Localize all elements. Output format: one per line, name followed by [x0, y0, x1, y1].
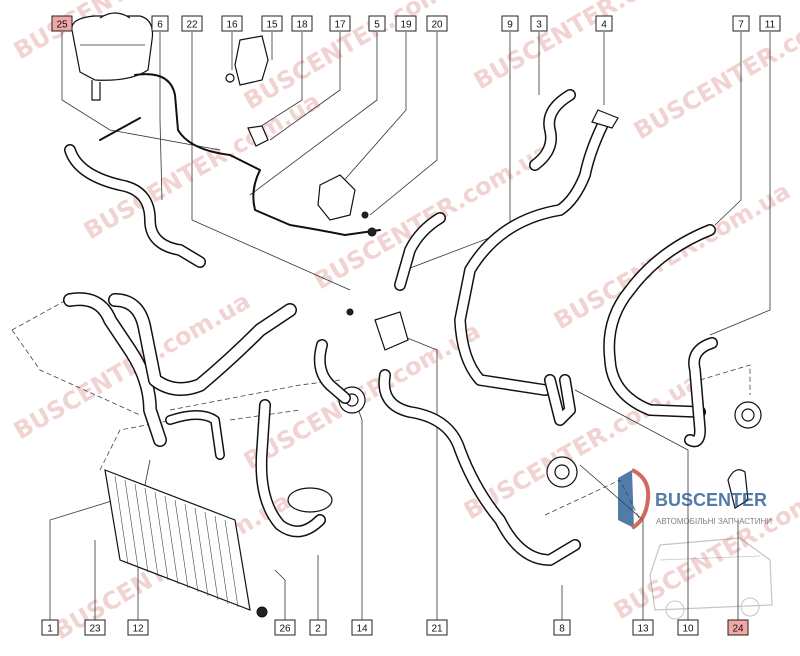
svg-text:13: 13: [637, 624, 649, 635]
callout-26: 26: [274, 619, 296, 636]
callout-19: 19: [395, 15, 417, 32]
svg-text:14: 14: [356, 624, 368, 635]
callout-17: 17: [329, 15, 351, 32]
callout-11: 11: [759, 15, 781, 32]
svg-text:7: 7: [738, 20, 744, 31]
clip-strap: [99, 117, 141, 141]
callout-8: 8: [553, 619, 571, 636]
callout-20: 20: [426, 15, 448, 32]
water-pump-right: [734, 401, 762, 429]
callout-7: 7: [732, 15, 750, 32]
svg-text:10: 10: [682, 624, 694, 635]
svg-text:17: 17: [334, 20, 346, 31]
callout-15: 15: [261, 15, 283, 32]
svg-text:3: 3: [536, 20, 542, 31]
callout-13: 13: [632, 619, 654, 636]
svg-text:22: 22: [186, 20, 198, 31]
hose-2: [255, 339, 351, 538]
callout-21: 21: [426, 619, 448, 636]
callout-14: 14: [351, 619, 373, 636]
hose-21: [378, 369, 581, 566]
callout-1: 1: [41, 619, 59, 636]
svg-text:24: 24: [732, 624, 744, 635]
svg-text:8: 8: [559, 624, 565, 635]
callout-25: 25: [51, 15, 73, 32]
callout-5: 5: [368, 15, 386, 32]
pump-bracket: [317, 174, 377, 237]
svg-text:20: 20: [431, 20, 443, 31]
callout-22: 22: [181, 15, 203, 32]
callout-9: 9: [501, 15, 519, 32]
svg-text:19: 19: [400, 20, 412, 31]
hose-9: [394, 212, 446, 291]
hose-7: [603, 224, 716, 418]
svg-text:4: 4: [601, 20, 607, 31]
svg-text:15: 15: [266, 20, 278, 31]
watermark-text: BUSCENTER.com.ua: [469, 0, 715, 95]
svg-text:21: 21: [431, 624, 443, 635]
svg-text:9: 9: [507, 20, 513, 31]
callout-10: 10: [677, 619, 699, 636]
callout-16: 16: [221, 15, 243, 32]
callout-23: 23: [84, 619, 106, 636]
svg-text:11: 11: [765, 20, 776, 31]
svg-text:6: 6: [157, 20, 163, 31]
callout-18: 18: [291, 15, 313, 32]
svg-text:2: 2: [315, 624, 321, 635]
callout-4: 4: [595, 15, 613, 32]
water-pump-13: [546, 456, 578, 488]
callouts: 25 6 22 16 15 18 17 5 19 20 9 3 4 7 11 1…: [41, 15, 781, 636]
hose-6: [64, 144, 206, 268]
hose-4: [454, 109, 619, 396]
hose-3: [529, 89, 576, 171]
van-icon: [649, 537, 773, 620]
buscenter-logo: BUSCENTER АВТОМОБІЛЬНІ ЗАПЧАСТИНИ: [618, 468, 773, 620]
bracket-21: [346, 308, 409, 351]
callout-6: 6: [151, 15, 169, 32]
logo-tagline: АВТОМОБІЛЬНІ ЗАПЧАСТИНИ: [656, 517, 772, 526]
svg-text:1: 1: [47, 624, 53, 635]
hose-11: [684, 337, 718, 448]
svg-text:12: 12: [132, 624, 144, 635]
logo-name: BUSCENTER: [655, 490, 767, 510]
svg-text:16: 16: [226, 20, 238, 31]
part-24-cap: [727, 469, 749, 509]
sensor-bracket: [225, 35, 269, 147]
svg-text:25: 25: [56, 20, 68, 31]
callout-12: 12: [127, 619, 149, 636]
callout-24: 24: [727, 619, 749, 636]
svg-text:26: 26: [279, 624, 291, 635]
callout-3: 3: [530, 15, 548, 32]
callout-2: 2: [309, 619, 327, 636]
hose-10: [544, 374, 576, 426]
leader-lines: [49, 32, 771, 620]
hose-assembly-1: [63, 292, 297, 460]
svg-text:5: 5: [374, 20, 380, 31]
svg-text:18: 18: [296, 20, 308, 31]
radiator: [104, 469, 268, 618]
svg-text:23: 23: [89, 624, 101, 635]
